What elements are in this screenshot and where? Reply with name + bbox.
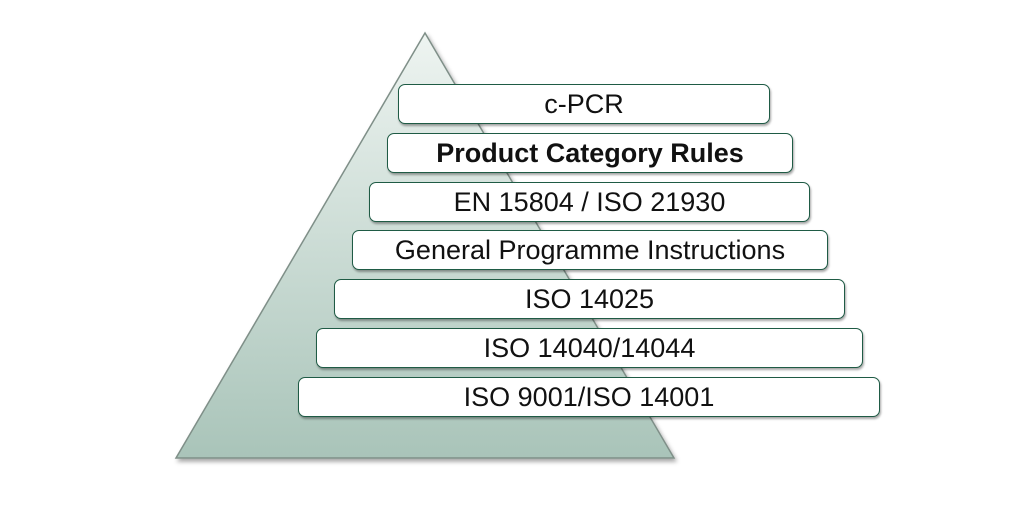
level-label: General Programme Instructions [394, 234, 786, 265]
level-label: EN 15804 / ISO 21930 [453, 186, 726, 217]
level-iso-9001-iso-14001: ISO 9001/ISO 14001 [298, 377, 880, 417]
level-en-15804-iso-21930: EN 15804 / ISO 21930 [369, 182, 810, 222]
level-label: ISO 9001/ISO 14001 [463, 381, 715, 412]
level-iso-14040-14044: ISO 14040/14044 [316, 328, 863, 368]
level-label: Product Category Rules [436, 137, 744, 168]
level-label: c-PCR [544, 88, 624, 119]
level-iso-14025: ISO 14025 [334, 279, 845, 319]
level-product-category-rules: Product Category Rules [387, 133, 793, 173]
level-general-programme-instructions: General Programme Instructions [352, 230, 828, 270]
level-label: ISO 14025 [524, 283, 655, 314]
level-label: ISO 14040/14044 [483, 332, 696, 363]
level-c-pcr: c-PCR [398, 84, 770, 124]
